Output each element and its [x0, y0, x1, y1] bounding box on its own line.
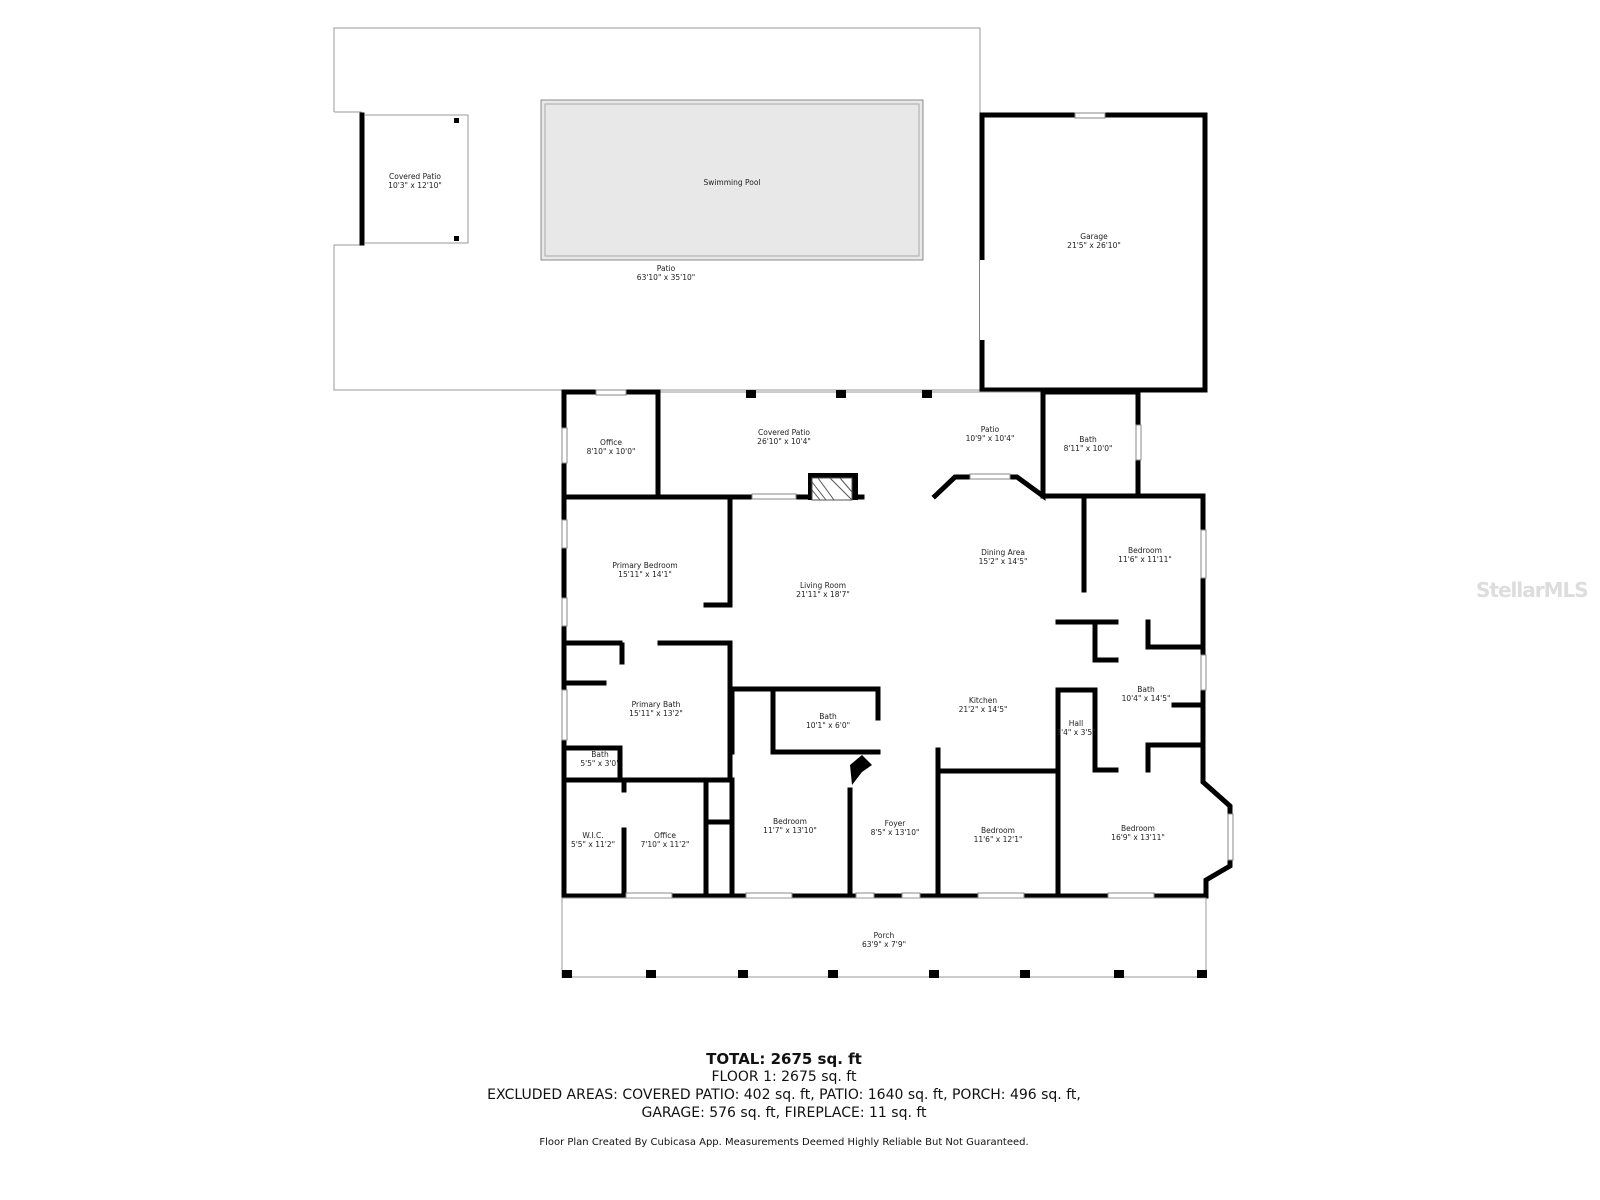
room-label: Office: [654, 831, 676, 840]
room-dims: 7'10" x 11'2": [641, 840, 690, 849]
post: [922, 390, 932, 398]
room-label: Swimming Pool: [703, 178, 760, 187]
room-label: W.I.C.: [582, 831, 603, 840]
covered-patio-small-outline: [334, 111, 469, 244]
room-dims: 8'10" x 10'0": [587, 447, 636, 456]
swimming-pool: [540, 99, 924, 261]
room-label: Living Room: [800, 581, 846, 590]
room-label: Bath: [1137, 685, 1155, 694]
room-label: Hall: [1069, 719, 1083, 728]
room-label: Patio: [981, 425, 1000, 434]
room-dims: 15'2" x 14'5": [979, 557, 1028, 566]
room-dims: 10'3" x 12'10": [388, 181, 442, 190]
room-dims: 3'4" x 3'5": [1056, 728, 1095, 737]
porch-outline: [561, 897, 1207, 978]
room-dims: 5'5" x 11'2": [571, 840, 615, 849]
room-dims: 26'10" x 10'4": [757, 437, 811, 446]
room-labels: Covered Patio 10'3" x 12'10" Swimming Po…: [388, 172, 1172, 949]
room-dims: 63'9" x 7'9": [862, 940, 906, 949]
post: [746, 390, 756, 398]
room-label: Foyer: [885, 819, 907, 828]
room-label: Kitchen: [969, 696, 997, 705]
room-label: Porch: [874, 931, 895, 940]
room-label: Bedroom: [1121, 824, 1155, 833]
room-dims: 21'11" x 18'7": [796, 590, 850, 599]
post: [836, 390, 846, 398]
room-dims: 8'5" x 13'10": [871, 828, 920, 837]
room-dims: 10'4" x 14'5": [1122, 694, 1171, 703]
room-label: Bedroom: [981, 826, 1015, 835]
room-label: Covered Patio: [389, 172, 441, 181]
room-label: Patio: [657, 264, 676, 273]
windows: [561, 389, 1234, 899]
disclaimer: Floor Plan Created By Cubicasa App. Meas…: [539, 1137, 1029, 1148]
interior-walls: [561, 389, 1206, 899]
room-label: Bath: [819, 712, 837, 721]
room-label: Garage: [1080, 232, 1108, 241]
post: [454, 118, 459, 123]
room-dims: 10'9" x 10'4": [966, 434, 1015, 443]
post: [454, 236, 459, 241]
fireplace-hatch: [811, 477, 853, 501]
room-dims: 8'11" x 10'0": [1064, 444, 1113, 453]
porch-posts: [562, 970, 1207, 978]
room-dims: 63'10" x 35'10": [637, 273, 695, 282]
excluded-areas-line1: EXCLUDED AREAS: COVERED PATIO: 402 sq. f…: [487, 1087, 1081, 1103]
excluded-areas-line2: GARAGE: 576 sq. ft, FIREPLACE: 11 sq. ft: [641, 1105, 927, 1121]
window: [1074, 112, 1106, 119]
room-label: Bedroom: [773, 817, 807, 826]
room-label: Bath: [1079, 435, 1097, 444]
room-dims: 10'1" x 6'0": [806, 721, 850, 730]
room-dims: 15'11" x 14'1": [618, 570, 672, 579]
garage-door-opening: [980, 260, 985, 340]
room-label: Bedroom: [1128, 546, 1162, 555]
room-label: Bath: [591, 750, 609, 759]
floor1-area: FLOOR 1: 2675 sq. ft: [711, 1069, 857, 1085]
room-dims: 21'2" x 14'5": [959, 705, 1008, 714]
room-label: Primary Bedroom: [612, 561, 677, 570]
room-label: Office: [600, 438, 622, 447]
room-dims: 11'6" x 11'11": [1118, 555, 1172, 564]
garage-walls: [979, 112, 1208, 393]
watermark: StellarMLS: [1476, 578, 1589, 602]
room-dims: 11'6" x 12'1": [974, 835, 1023, 844]
room-label: Dining Area: [981, 548, 1025, 557]
room-label: Covered Patio: [758, 428, 810, 437]
room-dims: 16'9" x 13'11": [1111, 833, 1165, 842]
room-dims: 15'11" x 13'2": [629, 709, 683, 718]
total-area: TOTAL: 2675 sq. ft: [706, 1050, 862, 1068]
room-label: Primary Bath: [632, 700, 681, 709]
room-dims: 11'7" x 13'10": [763, 826, 817, 835]
pool-inner-edge: [544, 103, 920, 257]
fireplace-corner: [850, 755, 872, 785]
room-dims: 21'5" x 26'10": [1067, 241, 1121, 250]
room-dims: 5'5" x 3'0": [580, 759, 619, 768]
